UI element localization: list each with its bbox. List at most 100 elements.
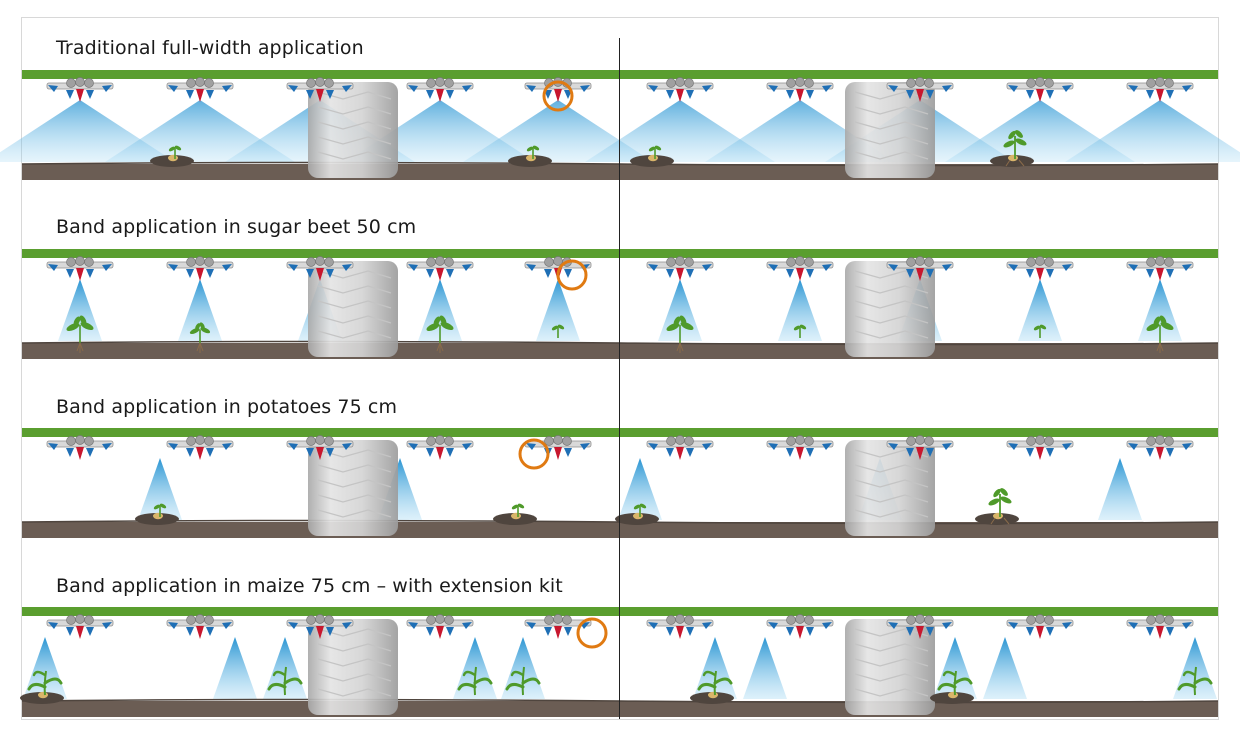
crop-plant-icon (975, 488, 1019, 525)
nozzle-cluster-icon (166, 77, 234, 102)
nozzle-cluster-icon (166, 256, 234, 281)
sprayer-wheel-icon (308, 261, 398, 357)
nozzle-cluster-icon (46, 77, 114, 102)
sprayer-wheel-icon (845, 440, 935, 536)
potato-tuber-icon (708, 691, 718, 699)
nozzle-cluster-icon (886, 77, 954, 102)
nozzle-cluster-icon (46, 256, 114, 281)
panel-title-maize: Band application in maize 75 cm – with e… (56, 575, 563, 597)
nozzle-cluster-icon (646, 435, 714, 460)
nozzle-cluster-icon (46, 614, 114, 639)
crop-plant-icon (615, 503, 659, 525)
nozzle-cluster-icon (1126, 256, 1194, 281)
crop-plant-icon (990, 130, 1034, 167)
nozzle-cluster-icon (406, 256, 474, 281)
nozzle-cluster-icon (886, 614, 954, 639)
crop-plant-icon (135, 503, 179, 525)
crop-plant-icon (20, 670, 64, 704)
nozzle-cluster-icon (46, 435, 114, 460)
nozzle-cluster-icon (766, 614, 834, 639)
spray-fan (1065, 100, 1240, 162)
crop-plant-icon (493, 503, 537, 525)
sprayer-wheel-icon (845, 82, 935, 178)
crop-plant-icon (66, 315, 94, 353)
spray-fan (743, 637, 787, 699)
spray-fan (178, 279, 222, 341)
spray-fan (1018, 279, 1062, 341)
spray-fan (1098, 458, 1142, 520)
crop-plant-icon (793, 324, 807, 338)
spray-fan (778, 279, 822, 341)
nozzle-cluster-icon (524, 614, 592, 639)
highlight-circle-icon (576, 617, 608, 649)
nozzle-cluster-icon (286, 77, 354, 102)
nozzle-cluster-icon (406, 77, 474, 102)
spray-fan (536, 279, 580, 341)
nozzle-cluster-icon (1006, 256, 1074, 281)
spray-fan (945, 100, 1135, 162)
nozzle-cluster-icon (1126, 435, 1194, 460)
sprayer-wheel-icon (308, 82, 398, 178)
crop-plant-icon (630, 145, 674, 167)
potato-tuber-icon (511, 512, 521, 520)
crop-plant-icon (426, 315, 454, 353)
highlight-circle-icon (518, 438, 550, 470)
nozzle-cluster-icon (286, 256, 354, 281)
crop-plant-icon (508, 145, 552, 167)
crop-plant-icon (1146, 315, 1174, 353)
nozzle-cluster-icon (406, 435, 474, 460)
panel-title-full-width: Traditional full-width application (56, 37, 364, 59)
nozzle-cluster-icon (766, 435, 834, 460)
potato-tuber-icon (168, 154, 178, 162)
potato-tuber-icon (948, 691, 958, 699)
highlight-circle-icon (556, 259, 588, 291)
potato-tuber-icon (526, 154, 536, 162)
nozzle-cluster-icon (1126, 614, 1194, 639)
panel-title-sugar-beet: Band application in sugar beet 50 cm (56, 216, 417, 238)
spray-fan (585, 100, 775, 162)
crop-plant-icon (1033, 324, 1047, 338)
highlight-circle-icon (542, 80, 574, 112)
nozzle-cluster-icon (286, 614, 354, 639)
potato-tuber-icon (153, 512, 163, 520)
spray-fan (618, 458, 662, 520)
crop-plant-icon (1177, 666, 1213, 696)
crop-plant-icon (666, 315, 694, 353)
nozzle-cluster-icon (766, 256, 834, 281)
nozzle-cluster-icon (886, 256, 954, 281)
potato-tuber-icon (38, 691, 48, 699)
nozzle-cluster-icon (286, 435, 354, 460)
sprayer-wheel-icon (308, 619, 398, 715)
spray-fan (105, 100, 295, 162)
diagram-border (21, 17, 1219, 720)
crop-plant-icon (551, 324, 565, 338)
spray-fan (463, 100, 653, 162)
nozzle-cluster-icon (646, 256, 714, 281)
sprayer-wheel-icon (845, 261, 935, 357)
nozzle-cluster-icon (1006, 614, 1074, 639)
potato-tuber-icon (648, 154, 658, 162)
nozzle-cluster-icon (1006, 435, 1074, 460)
spray-fan (213, 637, 257, 699)
nozzle-cluster-icon (886, 435, 954, 460)
nozzle-cluster-icon (166, 435, 234, 460)
nozzle-cluster-icon (406, 614, 474, 639)
potato-tuber-icon (633, 512, 643, 520)
spray-fan (983, 637, 1027, 699)
crop-plant-icon (150, 145, 194, 167)
nozzle-cluster-icon (646, 614, 714, 639)
sprayer-wheel-icon (845, 619, 935, 715)
nozzle-cluster-icon (1126, 77, 1194, 102)
panel-0 (0, 70, 1240, 180)
crop-plant-icon (267, 666, 303, 696)
crop-plant-icon (505, 666, 541, 696)
spray-fan (138, 458, 182, 520)
crop-plant-icon (457, 666, 493, 696)
crop-plant-icon (189, 322, 211, 353)
crop-plant-icon (690, 670, 734, 704)
nozzle-cluster-icon (166, 614, 234, 639)
nozzle-cluster-icon (1006, 77, 1074, 102)
nozzle-cluster-icon (646, 77, 714, 102)
